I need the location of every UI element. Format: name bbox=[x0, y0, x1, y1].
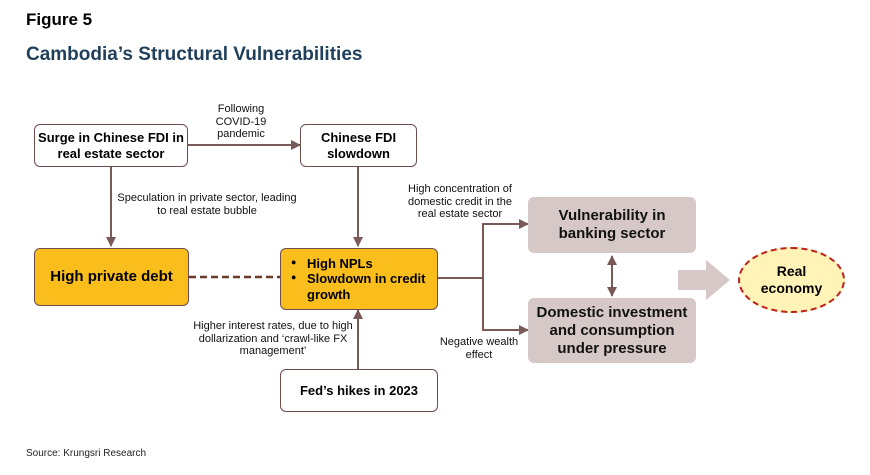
figure-label: Figure 5 bbox=[26, 10, 93, 29]
oval-real-economy: Real economy bbox=[738, 247, 845, 313]
npl-bullet-list: High NPLs Slowdown in credit growth bbox=[291, 256, 437, 303]
box-high-private-debt: High private debt bbox=[34, 248, 189, 306]
box-banking-vulnerability: Vulnerability in banking sector bbox=[528, 197, 696, 253]
source-note: Source: Krungsri Research bbox=[26, 448, 147, 459]
box-fed-hikes: Fed’s hikes in 2023 bbox=[280, 369, 438, 412]
box-npl-credit: High NPLs Slowdown in credit growth bbox=[280, 248, 438, 310]
annotation-wealth-effect: Negative wealth effect bbox=[439, 336, 519, 361]
arrow-npl-to-domestic bbox=[482, 278, 529, 335]
annotation-speculation: Speculation in private sector, leading t… bbox=[117, 192, 297, 217]
annotation-credit-concentration: High concentration of domestic credit in… bbox=[408, 183, 512, 221]
box-domestic-pressure: Domestic investment and consumption unde… bbox=[528, 298, 696, 363]
box-surge-chinese-fdi: Surge in Chinese FDI in real estate sect… bbox=[34, 124, 188, 167]
box-chinese-fdi-slowdown: Chinese FDI slowdown bbox=[300, 124, 417, 167]
bullet-credit-slowdown: Slowdown in credit growth bbox=[291, 271, 437, 302]
big-arrow-to-real-economy bbox=[678, 260, 730, 300]
annotation-interest-rates: Higher interest rates, due to high dolla… bbox=[193, 320, 353, 358]
annotation-covid: Following COVID-19 pandemic bbox=[215, 103, 267, 141]
figure-title: Cambodia’s Structural Vulnerabilities bbox=[26, 44, 363, 65]
arrow-npl-to-banking bbox=[438, 219, 529, 279]
bullet-high-npls: High NPLs bbox=[291, 256, 437, 272]
